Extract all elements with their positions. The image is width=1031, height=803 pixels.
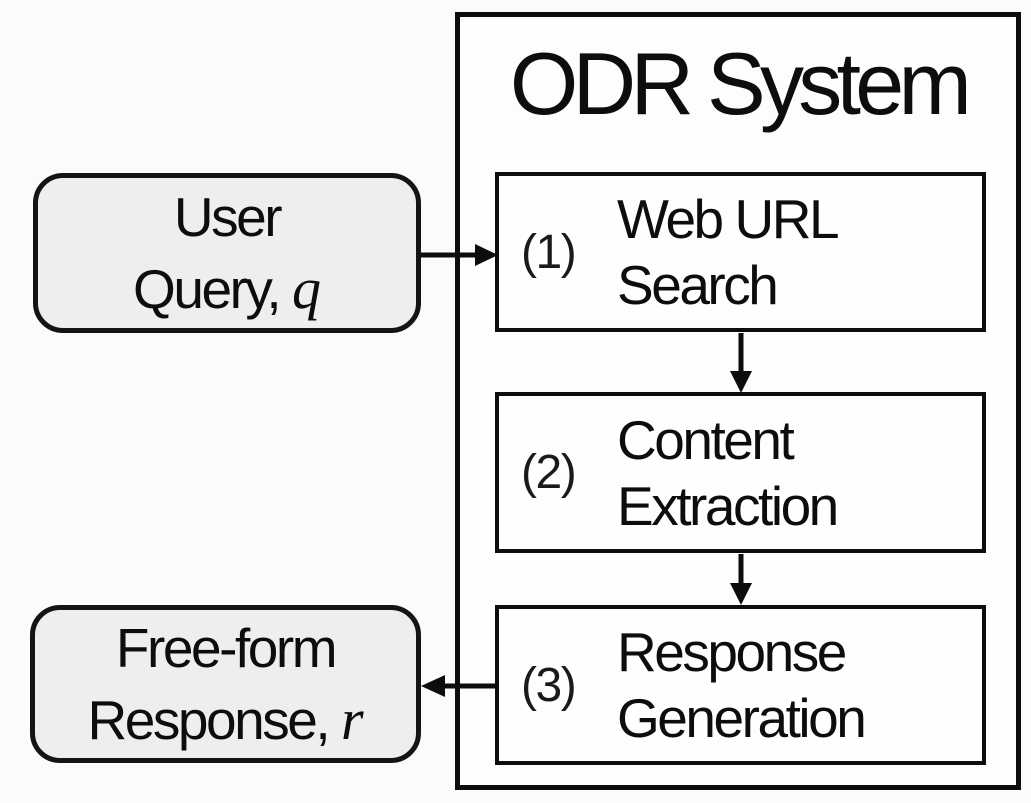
user-query-node: User Query, q [33,173,421,333]
step-number-2: (2) [521,446,577,499]
step-label-response-generation: Response Generation [617,619,867,751]
free-form-response-line2-text: Response, [87,689,341,751]
step-label-content-extraction: Content Extraction [617,407,839,539]
user-query-line2: Query, q [133,253,321,325]
free-form-response-line1: Free-form [115,617,338,679]
free-form-response-line2: Response, r [87,684,363,756]
odr-system-title: ODR System [509,34,972,133]
step-box-content-extraction: (2) Content Extraction [495,392,986,553]
step-label-line2: Search [617,254,779,316]
user-query-line2-text: Query, [133,258,292,320]
step-number-3: (3) [521,658,577,712]
step-label-line1: Response [617,621,847,683]
query-variable-q: q [291,256,321,321]
free-form-response-node: Free-form Response, r [30,605,421,763]
step-box-web-url-search: (1) Web URL Search [495,172,986,332]
step-label-line1: Web URL [617,188,840,250]
step-box-response-generation: (3) Response Generation [495,605,986,765]
response-variable-r: r [340,687,364,752]
step-label-web-url-search: Web URL Search [617,186,840,318]
step-label-line1: Content [617,408,795,471]
user-query-line1: User [173,186,283,248]
step-number-1: (1) [521,225,577,279]
step-label-line2: Extraction [617,474,839,537]
step-label-line2: Generation [617,687,867,749]
